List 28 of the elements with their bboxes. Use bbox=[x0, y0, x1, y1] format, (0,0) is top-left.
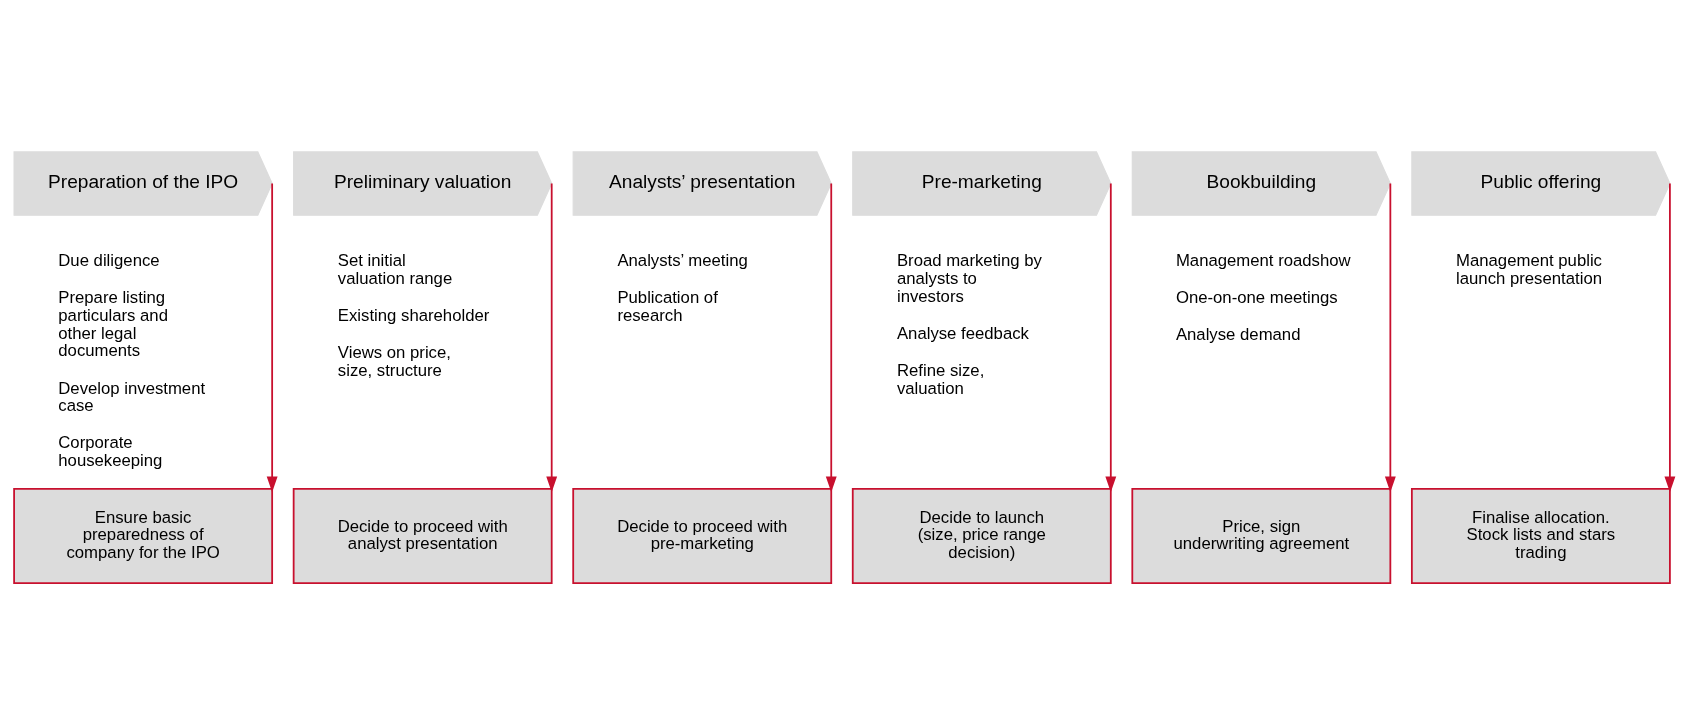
node-box: Finalise allocation. Stock lists and stars trading bbox=[1410, 487, 1671, 584]
node-box: Decide to proceed with analyst presentation bbox=[292, 487, 553, 584]
arrow bbox=[825, 182, 837, 492]
node-label: Analyse demand bbox=[1175, 324, 1301, 344]
node-label: Corporate housekeeping bbox=[58, 432, 163, 470]
node-box: Ensure basic preparedness of company for the IPO bbox=[13, 487, 274, 584]
node-label: Due diligence bbox=[58, 250, 160, 270]
arrow bbox=[1105, 182, 1117, 492]
arrow bbox=[266, 182, 278, 492]
node-box: Decide to launch (size, price range decision) bbox=[851, 487, 1112, 584]
node-label: Analyse feedback bbox=[896, 323, 1029, 343]
node-label: Publication of research bbox=[617, 287, 718, 325]
node-label: Refine size, valuation bbox=[896, 360, 985, 398]
node-label: Set initial valuation range bbox=[337, 250, 453, 288]
node-label: Management roadshow bbox=[1175, 250, 1351, 270]
node-label: Views on price, size, structure bbox=[337, 342, 451, 380]
node-label: One-on-one meetings bbox=[1175, 287, 1338, 307]
node-label: Management public launch presentation bbox=[1456, 250, 1602, 288]
node-label: Develop investment case bbox=[58, 378, 206, 415]
node-box: Decide to proceed with pre-marketing bbox=[572, 487, 833, 584]
node-label: Prepare listing particulars and other legal documents bbox=[58, 287, 168, 360]
arrow bbox=[546, 182, 558, 492]
node-label: Analysts’ meeting bbox=[617, 250, 748, 270]
arrow bbox=[1384, 182, 1396, 492]
node-box: Price, sign underwriting agreement bbox=[1131, 487, 1392, 584]
arrow bbox=[1664, 182, 1676, 492]
node-label: Broad marketing by analysts to investors bbox=[896, 250, 1042, 306]
node-label: Existing shareholder bbox=[337, 305, 490, 325]
